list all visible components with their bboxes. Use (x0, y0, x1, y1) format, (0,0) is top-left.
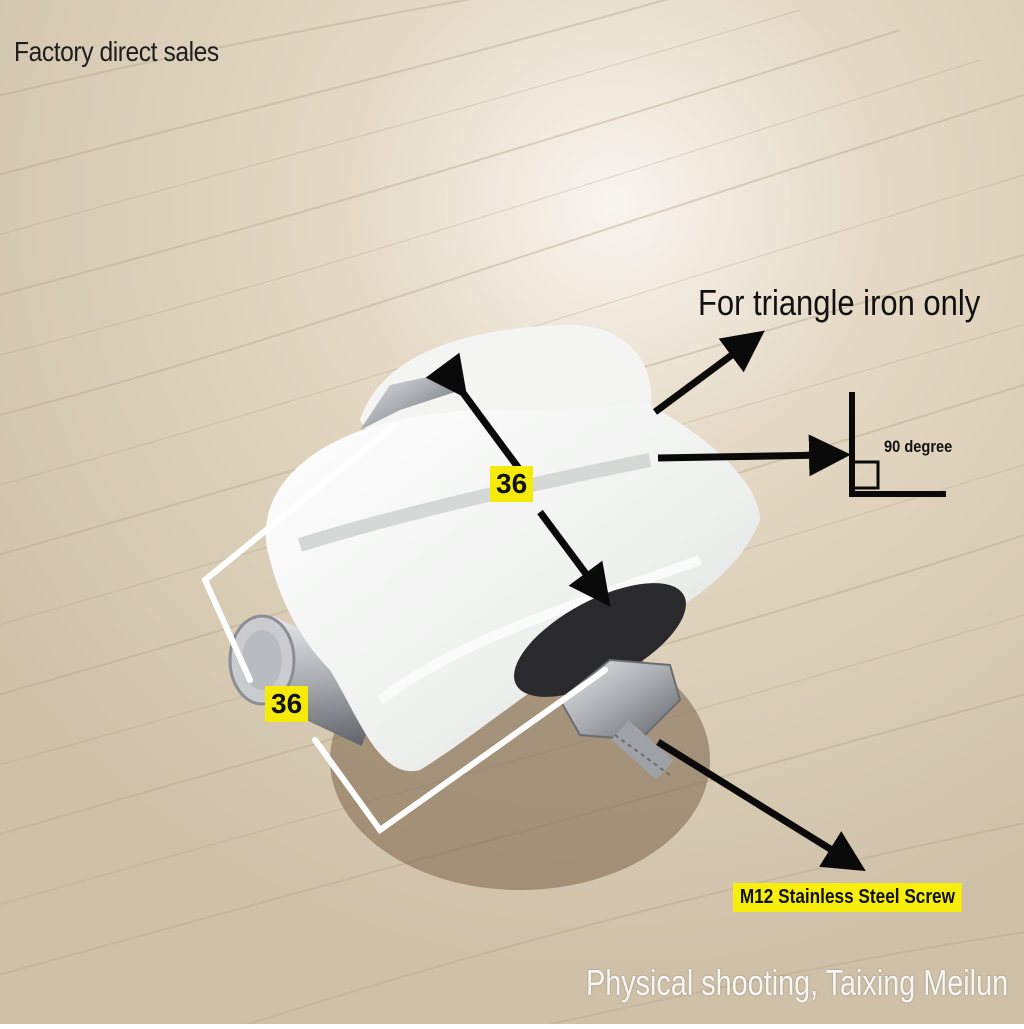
width-dimension-badge: 36 (265, 686, 309, 722)
degree-label: 90 degree (884, 437, 953, 456)
screw-spec-label: M12 Stainless Steel Screw (733, 883, 962, 912)
annotation-arrows (425, 330, 866, 872)
triangle-iron-note: For triangle iron only (698, 282, 981, 323)
height-dimension-badge: 36 (490, 466, 534, 502)
sales-caption: Factory direct sales (14, 36, 219, 67)
width-dimension-bracket (201, 422, 398, 683)
roller-wheel (265, 400, 760, 772)
watermark-text: Physical shooting, Taixing Meilun (586, 962, 1009, 1003)
angle-symbol (849, 392, 946, 497)
